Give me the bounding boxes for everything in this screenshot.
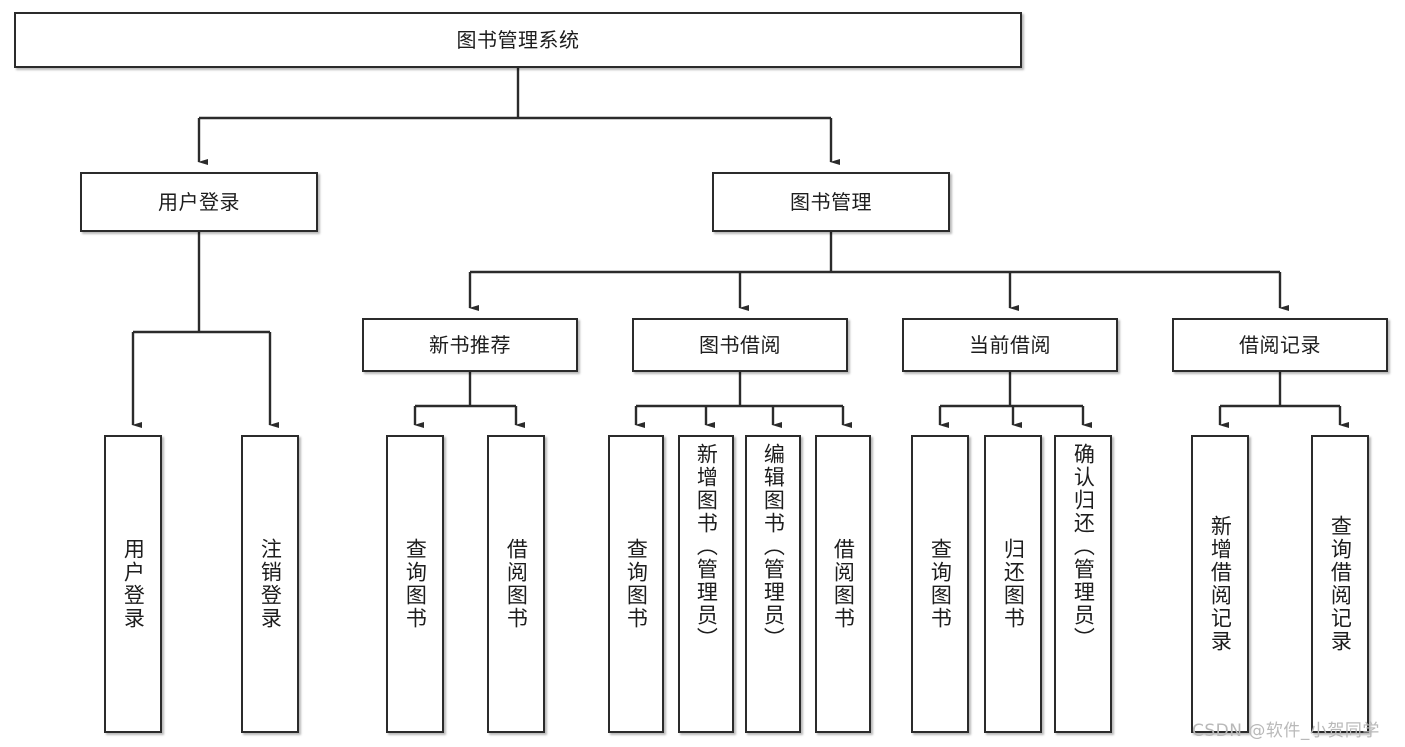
root-node-label: 图书管理系统 [456,28,580,52]
leaf-node[interactable]: 借阅图书 [815,435,871,733]
leaf-node-label: 编辑图书（管理员） [761,443,786,650]
leaf-node[interactable]: 查询图书 [608,435,664,733]
leaf-node[interactable]: 查询图书 [386,435,444,733]
level2-node-label: 借阅记录 [1239,333,1321,357]
level2-node-label: 当前借阅 [969,333,1051,357]
leaf-node[interactable]: 注销登录 [241,435,299,733]
level1-node-label: 用户登录 [158,190,240,214]
leaf-node[interactable]: 新增借阅记录 [1191,435,1249,733]
leaf-node-label: 借阅图书 [831,538,856,630]
leaf-node[interactable]: 确认归还（管理员） [1054,435,1112,733]
leaf-node[interactable]: 归还图书 [984,435,1042,733]
leaf-node-label: 确认归还（管理员） [1071,443,1096,650]
leaf-node-label: 查询图书 [928,538,953,630]
leaf-node[interactable]: 编辑图书（管理员） [745,435,801,733]
leaf-node-label: 查询图书 [624,538,649,630]
level2-node-label: 新书推荐 [429,333,511,357]
leaf-node[interactable]: 查询借阅记录 [1311,435,1369,733]
leaf-node-label: 注销登录 [258,538,283,630]
level1-node-label: 图书管理 [790,190,872,214]
level1-node[interactable]: 图书管理 [712,172,950,232]
level1-node[interactable]: 用户登录 [80,172,318,232]
root-node[interactable]: 图书管理系统 [14,12,1022,68]
leaf-node[interactable]: 新增图书（管理员） [678,435,734,733]
leaf-node-label: 新增图书（管理员） [694,443,719,650]
csdn-watermark: CSDN @软件_小贺同学 [1192,721,1380,741]
level2-node-label: 图书借阅 [699,333,781,357]
level2-node[interactable]: 图书借阅 [632,318,848,372]
leaf-node-label: 用户登录 [121,538,146,630]
leaf-node[interactable]: 用户登录 [104,435,162,733]
leaf-node-label: 查询图书 [403,538,428,630]
leaf-node[interactable]: 借阅图书 [487,435,545,733]
leaf-node-label: 归还图书 [1001,538,1026,630]
leaf-node-label: 借阅图书 [504,538,529,630]
level2-node[interactable]: 借阅记录 [1172,318,1388,372]
leaf-node-label: 查询借阅记录 [1328,515,1353,653]
leaf-node[interactable]: 查询图书 [911,435,969,733]
level2-node[interactable]: 当前借阅 [902,318,1118,372]
level2-node[interactable]: 新书推荐 [362,318,578,372]
leaf-node-label: 新增借阅记录 [1208,515,1233,653]
